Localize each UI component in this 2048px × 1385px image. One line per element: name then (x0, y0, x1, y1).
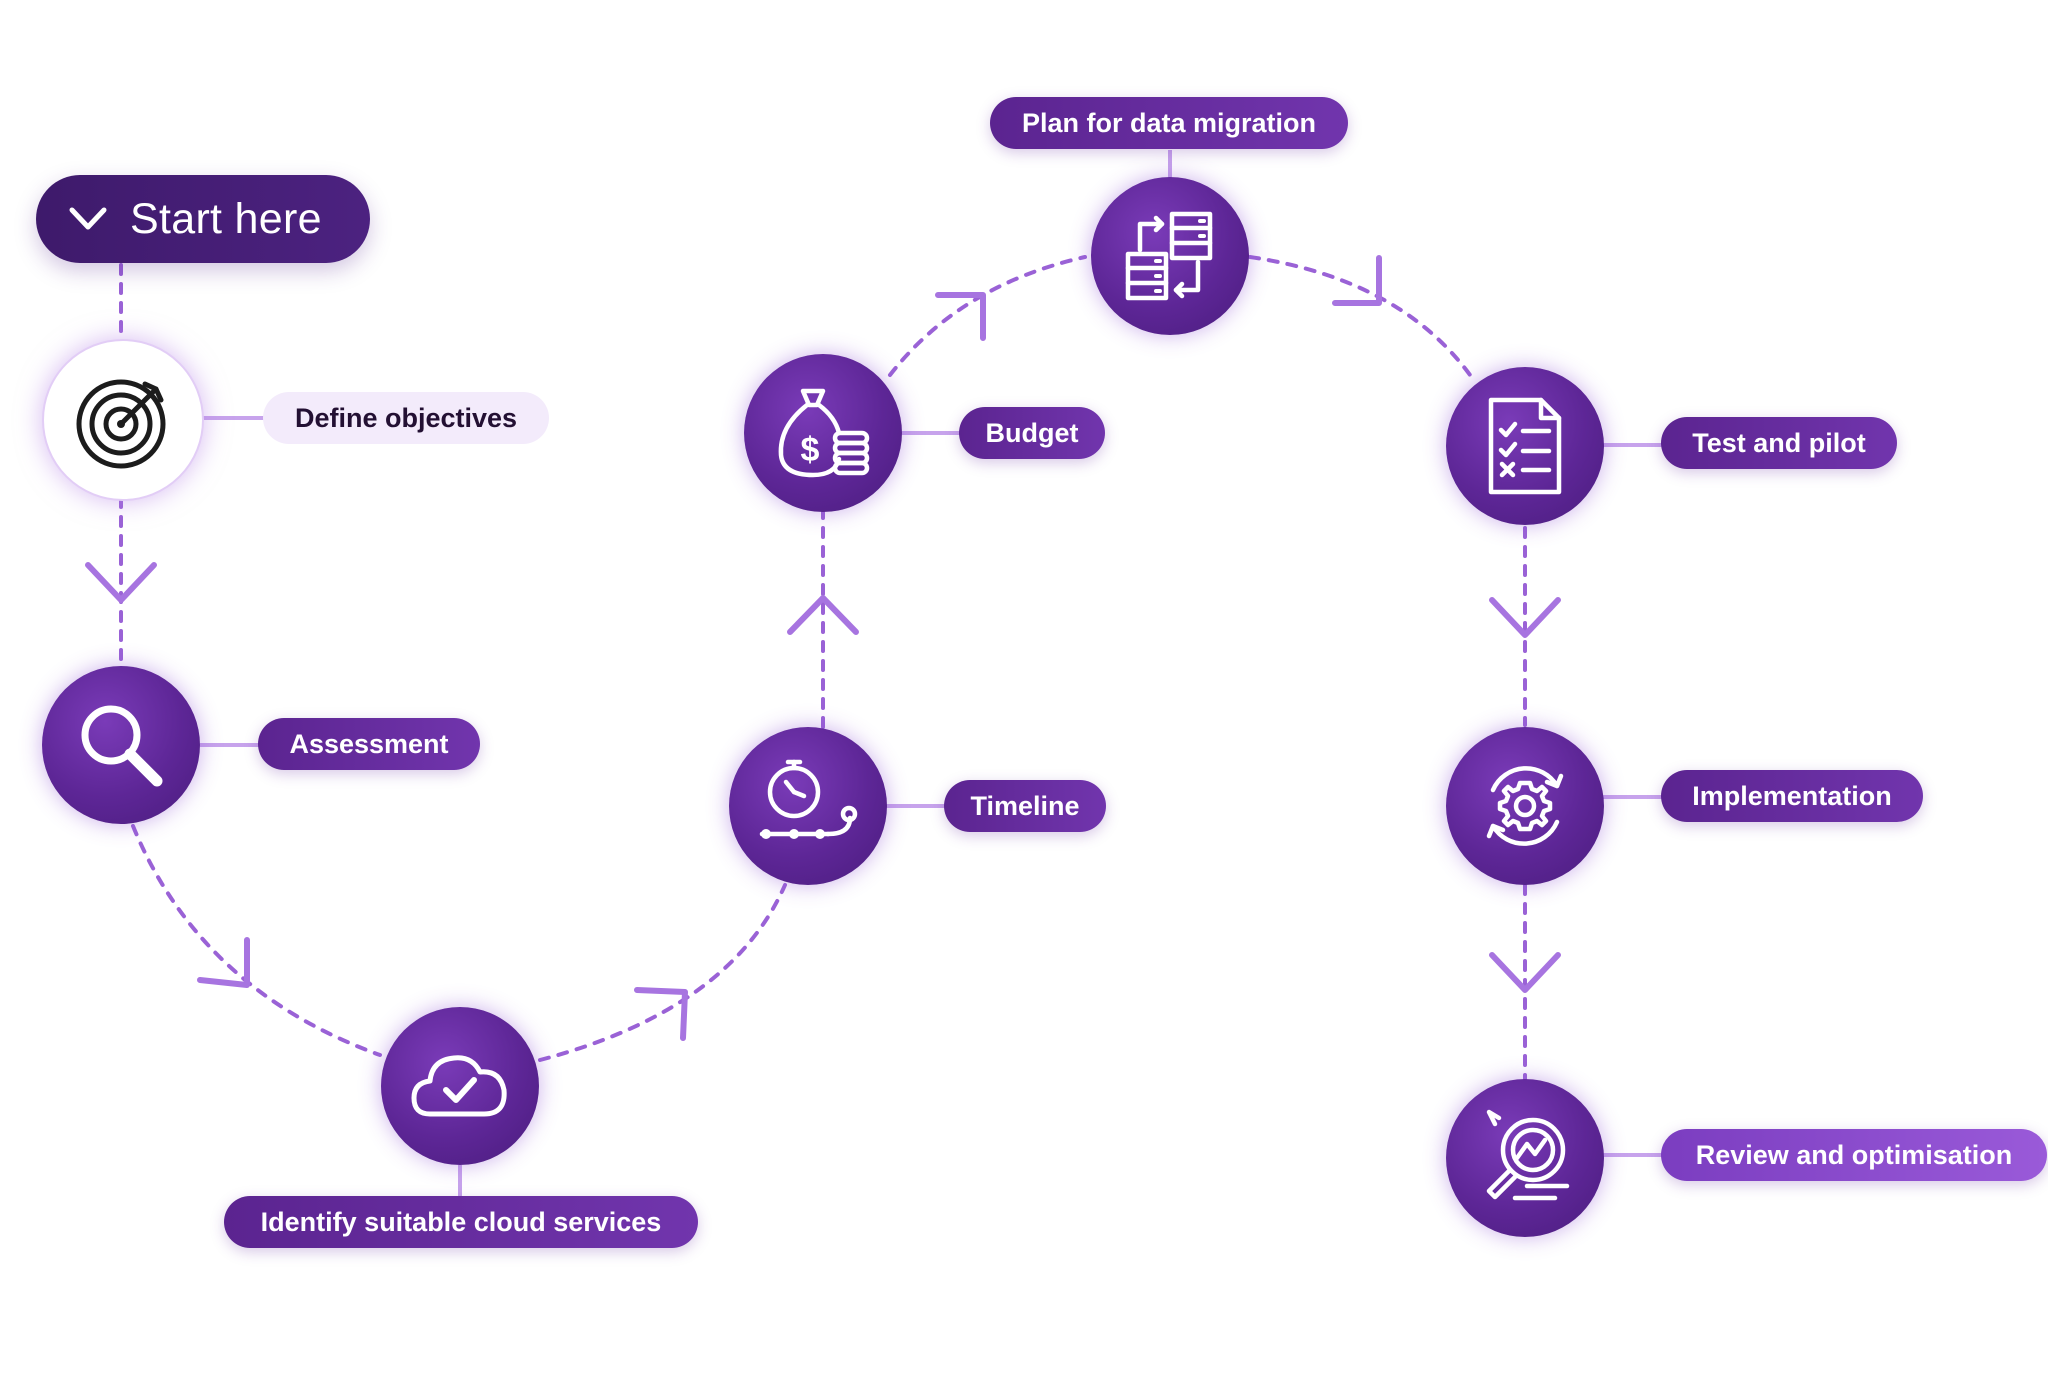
stopwatch-route-icon (759, 759, 858, 839)
step-identify-services-node[interactable] (381, 1007, 539, 1165)
step-assessment-label[interactable]: Assessment (258, 718, 480, 770)
arrow-down-define (85, 562, 157, 603)
chevron-down-icon (69, 207, 107, 230)
svg-text:$: $ (801, 431, 820, 469)
step-budget-node[interactable]: $ (744, 354, 902, 512)
step-define-objectives-node[interactable] (42, 339, 204, 501)
step-data-migration-node[interactable] (1091, 177, 1249, 335)
step-implementation-node[interactable] (1446, 727, 1604, 885)
step-timeline-node[interactable] (729, 727, 887, 885)
step-assessment-node[interactable] (42, 666, 200, 824)
step-define-objectives-label[interactable]: Define objectives (263, 392, 549, 444)
gear-cycle-icon (1486, 766, 1564, 846)
step-identify-services-label[interactable]: Identify suitable cloud services (224, 1196, 698, 1248)
search-chart-icon (1486, 1109, 1570, 1201)
connector-migration-test (1248, 255, 1477, 384)
step-review-label[interactable]: Review and optimisation (1661, 1129, 2047, 1181)
connector-assessment-cloud (131, 824, 382, 1057)
arrow-migration-test (1332, 255, 1382, 306)
target-icon (76, 379, 166, 469)
step-test-pilot-node[interactable] (1446, 367, 1604, 525)
arrow-up-budget (787, 595, 859, 635)
start-here-label: Start here (130, 194, 322, 243)
step-review-node[interactable] (1446, 1079, 1604, 1237)
step-implementation-label[interactable]: Implementation (1661, 770, 1923, 822)
arrow-down-implementation (1489, 952, 1561, 993)
checklist-icon (1488, 397, 1562, 495)
step-test-pilot-label[interactable]: Test and pilot (1661, 417, 1897, 469)
connector-budget-migration (888, 255, 1087, 377)
arrow-budget-migration (935, 292, 986, 341)
money-bag-icon: $ (778, 388, 870, 478)
arrow-down-test (1489, 597, 1561, 638)
start-here-button[interactable]: Start here (36, 175, 370, 263)
arrow-cloud-timeline (634, 987, 688, 1041)
arrow-assessment-cloud (197, 937, 250, 988)
data-transfer-icon (1125, 211, 1213, 301)
step-data-migration-label[interactable]: Plan for data migration (990, 97, 1348, 149)
step-timeline-label[interactable]: Timeline (944, 780, 1106, 832)
connector-cloud-timeline (538, 883, 787, 1062)
cloud-check-icon (411, 1055, 507, 1117)
magnifier-icon (81, 705, 163, 787)
step-budget-label[interactable]: Budget (959, 407, 1105, 459)
